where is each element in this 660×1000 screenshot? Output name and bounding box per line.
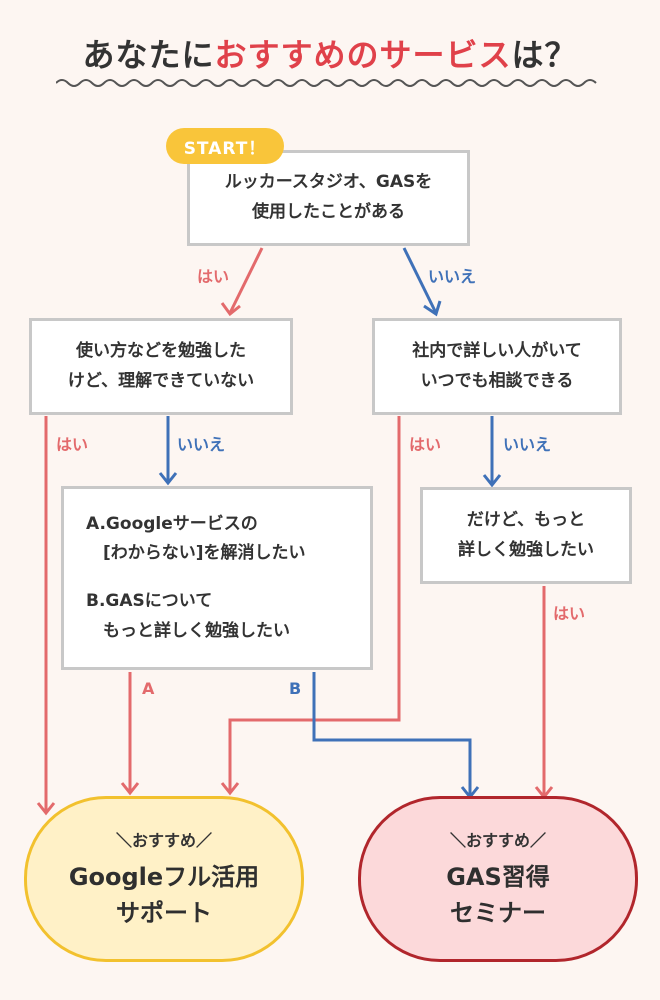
- title-prefix: あなたに: [82, 36, 215, 74]
- result-gas-seminar: ＼おすすめ／ GAS習得 セミナー: [358, 796, 638, 962]
- title-accent: おすすめのサービス: [214, 36, 512, 74]
- question-box-q4: A.Googleサービスの [わからない]を解消したい B.GASについて もっ…: [61, 486, 373, 670]
- question-text-q4-a: A.Googleサービスの [わからない]を解消したい: [86, 513, 306, 564]
- label-yes-q5: はい: [553, 604, 586, 623]
- question-box-q2: 使い方などを勉強した けど、理解できていない: [29, 318, 293, 415]
- start-badge: START！: [166, 128, 284, 164]
- page-title: あなたにおすすめのサービスは？: [0, 30, 660, 76]
- question-box-q1: ルッカースタジオ、GASを 使用したことがある: [187, 150, 470, 246]
- question-box-q3: 社内で詳しい人がいて いつでも相談できる: [372, 318, 622, 415]
- recommend-label: ＼おすすめ／: [449, 831, 546, 850]
- question-text-q1: ルッカースタジオ、GASを 使用したことがある: [224, 172, 433, 222]
- title-wavy-underline: [56, 79, 597, 87]
- label-yes-q1: はい: [197, 267, 230, 286]
- result-google-support: ＼おすすめ／ Googleフル活用 サポート: [24, 796, 304, 962]
- edge-q1-q3: [402, 247, 438, 314]
- question-text-q3: 社内で詳しい人がいて いつでも相談できる: [412, 340, 582, 391]
- result-name-gas: GAS習得 セミナー: [446, 863, 550, 927]
- label-yes-q3: はい: [409, 435, 442, 454]
- question-text-q5: だけど、もっと 詳しく勉強したい: [458, 509, 594, 560]
- question-text-q4-b: B.GASについて もっと詳しく勉強したい: [86, 591, 290, 641]
- label-option-b: B: [289, 679, 302, 698]
- question-text-q2: 使い方などを勉強した けど、理解できていない: [67, 340, 255, 391]
- result-name-google: Googleフル活用 サポート: [68, 863, 260, 927]
- recommend-label: ＼おすすめ／: [115, 831, 212, 850]
- edge-q1-q2: [228, 247, 264, 314]
- question-box-q5: だけど、もっと 詳しく勉強したい: [420, 487, 632, 584]
- title-suffix: は？: [511, 36, 578, 74]
- label-yes-q2: はい: [56, 435, 89, 454]
- label-option-a: A: [142, 679, 155, 698]
- label-no-q2: いいえ: [177, 435, 226, 454]
- label-no-q3: いいえ: [503, 435, 552, 454]
- edge-q4b-gas: [312, 672, 472, 796]
- label-no-q1: いいえ: [428, 267, 477, 286]
